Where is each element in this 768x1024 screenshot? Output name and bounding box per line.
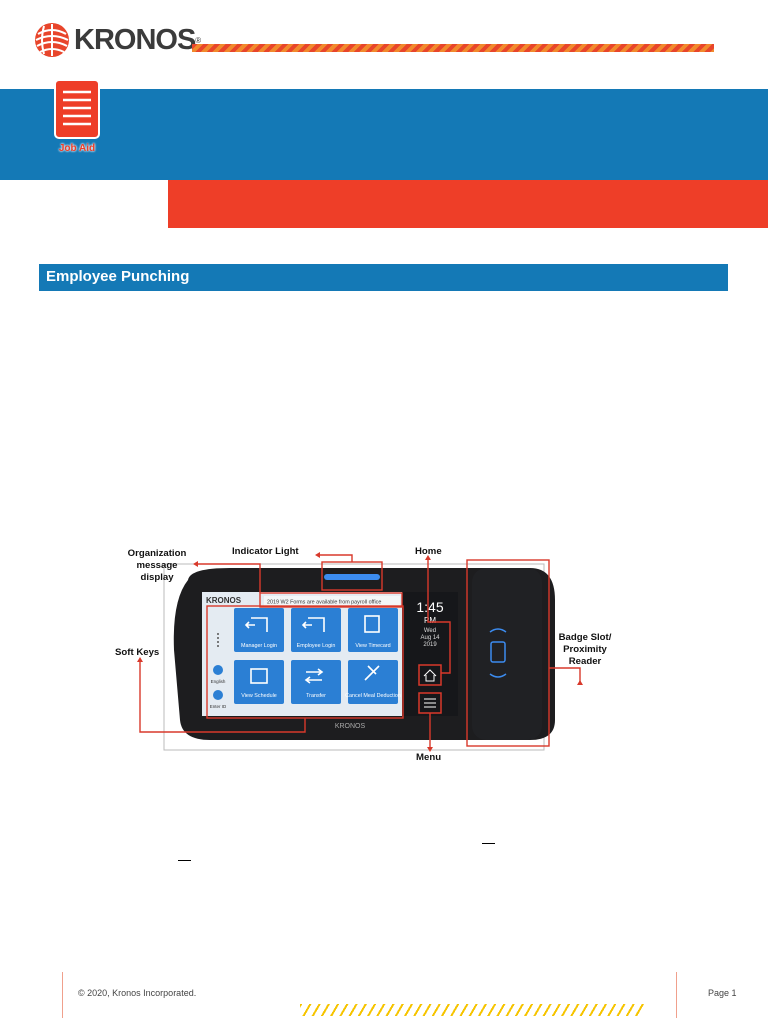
arrowhead [425,555,431,560]
soft-key[interactable] [348,608,398,652]
page-number: Page 1 [708,988,737,998]
home-button[interactable] [418,664,442,686]
badge-slot-callout-box [466,559,550,747]
clock-year: 2019 [423,642,437,648]
page-dot [217,633,219,635]
arrowhead [427,747,433,752]
page-dot [217,645,219,647]
badge-leader [549,667,581,685]
clock-date: Aug 14 [420,635,440,641]
cancel-meal-icon [364,665,380,681]
soft-key[interactable] [291,660,341,704]
soft-key-label: View Schedule [241,693,277,699]
text-fragment [482,843,495,844]
callout-menu: Menu [416,752,441,763]
message-bar [264,596,400,606]
badge-icon [490,641,506,663]
footer-stripe [300,1004,644,1016]
indicator-leader [320,554,353,562]
footer-divider [676,972,677,1018]
soft-key[interactable] [234,660,284,704]
soft-key-label: Employee Login [297,643,336,649]
proximity-panel [472,568,542,740]
footer-divider [62,972,63,1018]
page-dot [217,637,219,639]
kronos-globe-icon [35,23,69,57]
soft-key-label: View Timecard [355,643,390,649]
callout-home: Home [415,546,442,557]
employee-login-icon [301,617,325,632]
menu-icon [424,698,436,708]
message-leader [198,563,261,593]
registered-mark: ® [195,35,202,45]
callout-org-message-line2: message [136,560,177,571]
kronos-logo: KRONOS ® [34,22,201,58]
proximity-arc-icon [489,628,507,633]
text-fragment [178,860,191,861]
callout-badge-line2: Proximity [563,644,607,655]
arrowhead [137,657,143,662]
callout-indicator-light: Indicator Light [232,546,299,557]
callout-badge-line3: Reader [569,656,602,667]
subtitle-banner [168,180,768,228]
brand-name: KRONOS [74,23,196,56]
soft-key-label: Manager Login [241,643,277,649]
home-leader [427,560,451,674]
indicator-light [324,574,380,580]
document-icon [54,79,100,139]
transfer-icon [304,668,324,684]
footer-copyright: © 2020, Kronos Incorporated. [78,988,197,998]
arrowhead [193,561,198,567]
callout-org-message-line3: display [140,572,174,583]
section-header [39,264,728,291]
soft-keys-leader [139,662,306,733]
arrowhead [577,680,583,685]
view-timecard-icon [364,615,380,633]
timeclock-diagram: KRONOS 2019 W2 Forms are available from … [115,546,612,763]
proximity-arc-icon [489,673,507,678]
clock-time: 1:45 [416,599,443,615]
soft-key[interactable] [234,608,284,652]
side-button-label: English [211,679,226,684]
callout-soft-keys: Soft Keys [115,647,159,658]
message-callout-box [259,592,403,608]
soft-key-label: Transfer [306,693,326,699]
section-title: Employee Punching [46,268,190,285]
title-banner [0,89,768,180]
home-icon [423,669,437,682]
callout-badge-line1: Badge Slot/ [559,632,612,643]
calendar-icon [250,668,268,684]
soft-key[interactable] [348,660,398,704]
keypad-icon[interactable] [213,690,223,700]
screen-brand: KRONOS [206,596,242,605]
clock-ampm: PM [424,616,436,625]
bezel-brand: KRONOS [335,723,366,730]
message-text: 2019 W2 Forms are available from payroll… [267,600,381,606]
job-aid-label: Job Aid [58,143,96,154]
language-icon[interactable] [213,665,223,675]
manager-login-icon [244,617,268,632]
soft-keys-grid: Manager Login Employee Login View Timeca… [234,608,401,704]
arrowhead [315,552,320,558]
page-dot [217,641,219,643]
soft-key[interactable] [291,608,341,652]
callout-org-message-line1: Organization [128,548,187,559]
soft-key-label: Cancel Meal Deduction [345,693,401,699]
header-stripe [192,44,714,52]
side-button-label: Enter ID [210,704,227,709]
clock-day: Wed [424,628,436,634]
